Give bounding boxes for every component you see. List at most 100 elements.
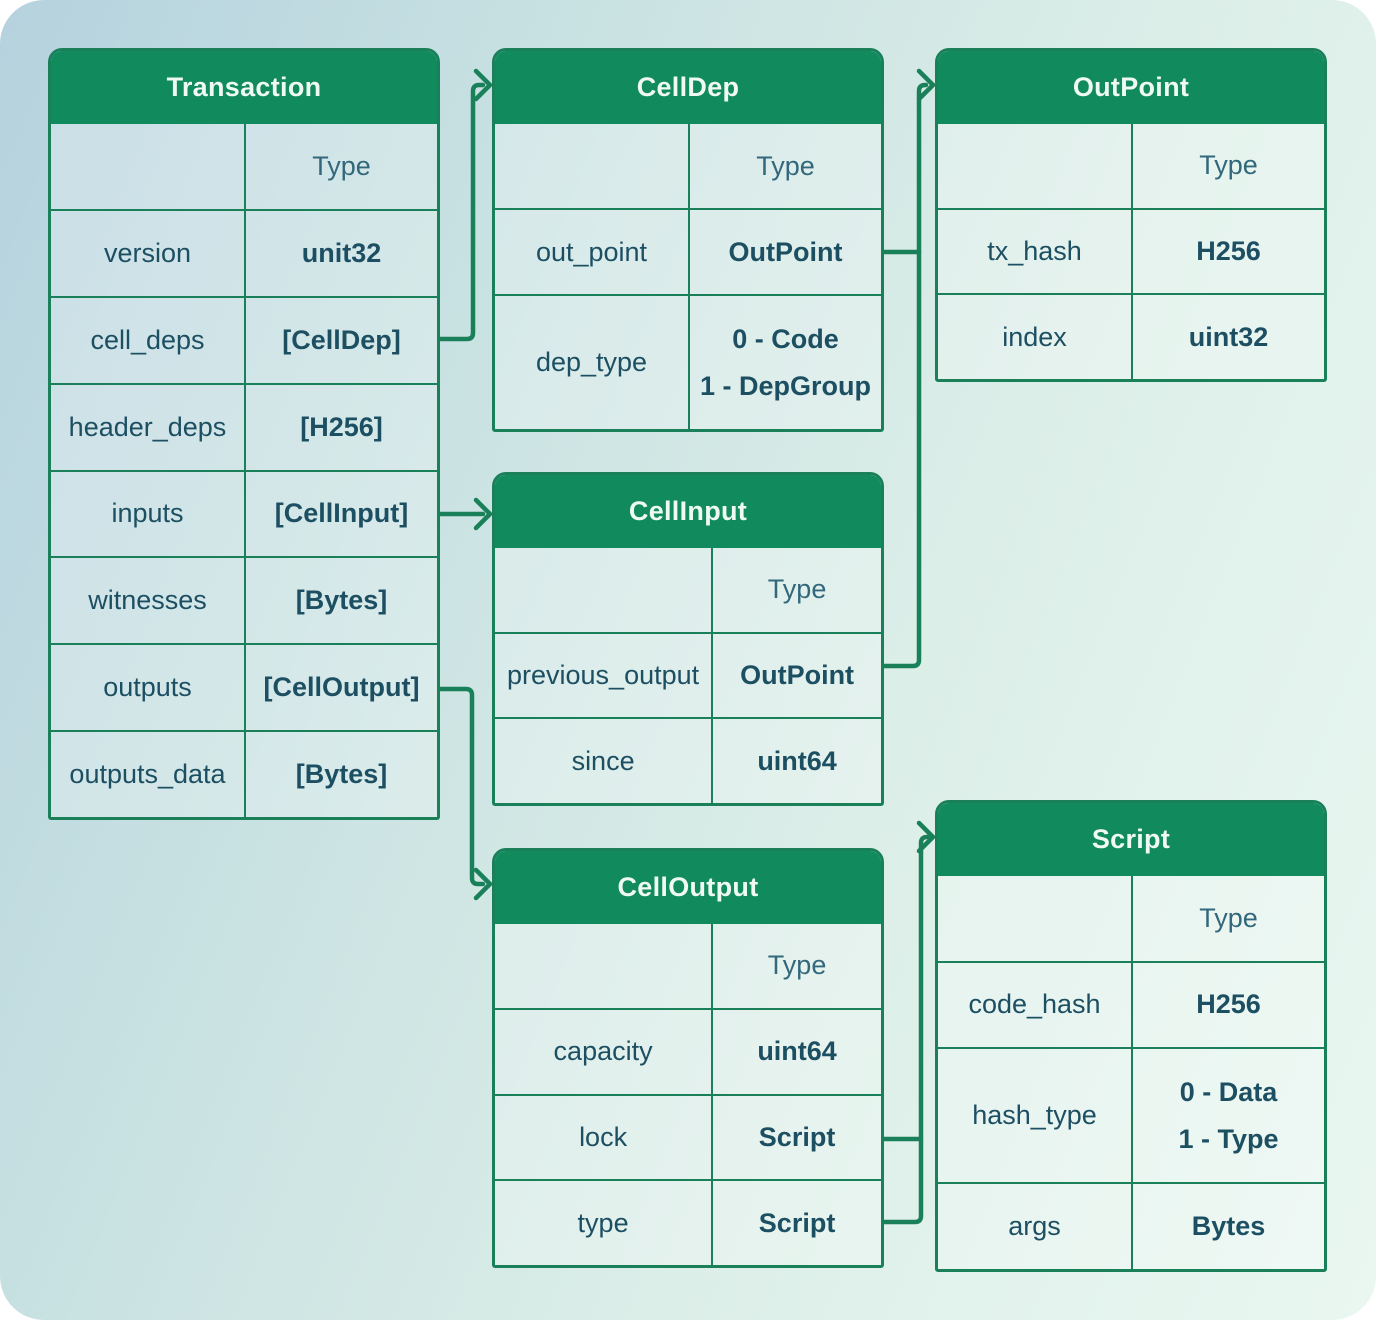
field-label-witnesses: witnesses [88,585,207,616]
field-label-code-hash: code_hash [968,989,1101,1020]
arrowhead-outpoint-icon [916,68,936,102]
field-label-out-point: out_point [535,236,648,267]
table-row-inputs: inputs [CellInput] [51,469,437,557]
field-label-capacity: capacity [553,1036,653,1067]
type-column-header: Type [711,548,881,632]
table-outpoint: OutPoint Type tx_hash H256 index uint32 [935,48,1327,382]
table-row-previous-output: previous_output OutPoint [495,631,881,718]
field-type-lock: Script [711,1095,881,1180]
field-label-outputs-data: outputs_data [69,759,226,790]
field-type-index: uint32 [1131,295,1324,379]
field-type-type: Script [711,1181,881,1265]
field-label-since: since [571,745,635,776]
table-celloutput: CellOutput Type capacity uint64 lock Scr… [492,848,884,1268]
field-type-outputs: [CellOutput] [244,645,437,731]
field-label-version: version [103,237,192,268]
field-type-args: Bytes [1131,1184,1324,1269]
table-script-title: Script [938,803,1324,876]
enum-option-depgroup: 1 - DepGroup [699,370,871,401]
table-row-args: args Bytes [938,1182,1324,1269]
field-type-capacity: uint64 [711,1009,881,1094]
connector-type-to-script [881,834,931,1225]
enum-option-code: 0 - Code [732,323,839,354]
field-type-since: uint64 [711,719,881,803]
field-label-outputs: outputs [103,672,192,703]
table-row-out-point: out_point OutPoint [495,208,881,295]
table-cellinput-title: CellInput [495,475,881,548]
empty-corner-cell [495,124,688,208]
table-celloutput-title: CellOutput [495,851,881,924]
field-type-outputs-data: [Bytes] [244,732,437,817]
field-type-inputs: [CellInput] [244,471,437,557]
table-row-lock: lock Script [495,1093,881,1180]
table-row-outputs-data: outputs_data [Bytes] [51,730,437,817]
table-cellinput: CellInput Type previous_output OutPoint … [492,472,884,806]
table-outpoint-title: OutPoint [938,51,1324,124]
type-column-header: Type [244,124,437,209]
table-row-witnesses: witnesses [Bytes] [51,556,437,644]
field-label-header-deps: header_deps [68,411,227,442]
field-label-tx-hash: tx_hash [987,236,1082,266]
field-label-previous-output: previous_output [507,660,700,690]
table-row-hash-type: hash_type 0 - Data 1 - Type [938,1047,1324,1183]
table-row-header-deps: header_deps [H256] [51,382,437,470]
table-row-tx-hash: tx_hash H256 [938,207,1324,294]
field-type-tx-hash: H256 [1131,209,1324,294]
field-type-header-deps: [H256] [244,384,437,470]
field-type-cell-deps: [CellDep] [244,297,437,383]
table-row-since: since uint64 [495,717,881,803]
type-header-row: Type [495,924,881,1008]
table-row-version: version unit32 [51,208,437,296]
table-celldep: CellDep Type out_point OutPoint dep_type… [492,48,884,432]
empty-corner-cell [938,124,1131,208]
empty-corner-cell [495,924,711,1008]
connector-prev-output-to-outpoint [881,82,929,669]
table-celldep-title: CellDep [495,51,881,124]
type-column-header: Type [1131,876,1324,961]
table-transaction-title: Transaction [51,51,437,124]
arrowhead-celloutput-icon [473,867,493,901]
type-header-row: Type [938,124,1324,208]
type-header-row: Type [51,124,437,209]
type-column-header: Type [711,924,881,1008]
empty-corner-cell [51,124,244,209]
arrowhead-script-icon [916,820,936,854]
field-type-previous-output: OutPoint [711,633,881,718]
enum-option-type: 1 - Type [1178,1123,1279,1154]
arrowhead-celldep-icon [473,68,493,102]
table-row-cell-deps: cell_deps [CellDep] [51,295,437,383]
table-transaction: Transaction Type version unit32 cell_dep… [48,48,440,820]
table-row-type: type Script [495,1179,881,1265]
arrowhead-cellinput-icon [473,497,493,531]
table-row-capacity: capacity uint64 [495,1007,881,1094]
field-label-args: args [1008,1211,1061,1242]
type-column-header: Type [688,124,881,209]
table-row-index: index uint32 [938,293,1324,379]
type-header-row: Type [938,876,1324,961]
table-row-dep-type: dep_type 0 - Code 1 - DepGroup [495,294,881,429]
type-header-row: Type [495,124,881,209]
field-type-dep-type: 0 - Code 1 - DepGroup [688,296,881,429]
field-label-cell-deps: cell_deps [90,324,205,355]
type-header-row: Type [495,548,881,632]
field-type-witnesses: [Bytes] [244,558,437,644]
field-label-dep-type: dep_type [535,347,648,378]
field-type-hash-type: 0 - Data 1 - Type [1131,1049,1324,1183]
field-type-version: unit32 [244,210,437,296]
connector-outputs-to-celloutput [437,686,486,887]
empty-corner-cell [495,548,711,632]
enum-option-data: 0 - Data [1179,1076,1278,1107]
empty-corner-cell [938,876,1131,961]
field-label-type: type [577,1207,629,1238]
table-row-code-hash: code_hash H256 [938,960,1324,1048]
field-label-hash-type: hash_type [972,1100,1097,1131]
field-label-index: index [1002,321,1067,352]
field-label-inputs: inputs [111,498,184,529]
field-label-lock: lock [579,1121,628,1152]
field-type-code-hash: H256 [1131,962,1324,1048]
table-row-outputs: outputs [CellOutput] [51,643,437,731]
type-column-header: Type [1131,124,1324,208]
connector-cell-deps-to-celldep [437,82,486,342]
field-type-out-point: OutPoint [688,210,881,295]
